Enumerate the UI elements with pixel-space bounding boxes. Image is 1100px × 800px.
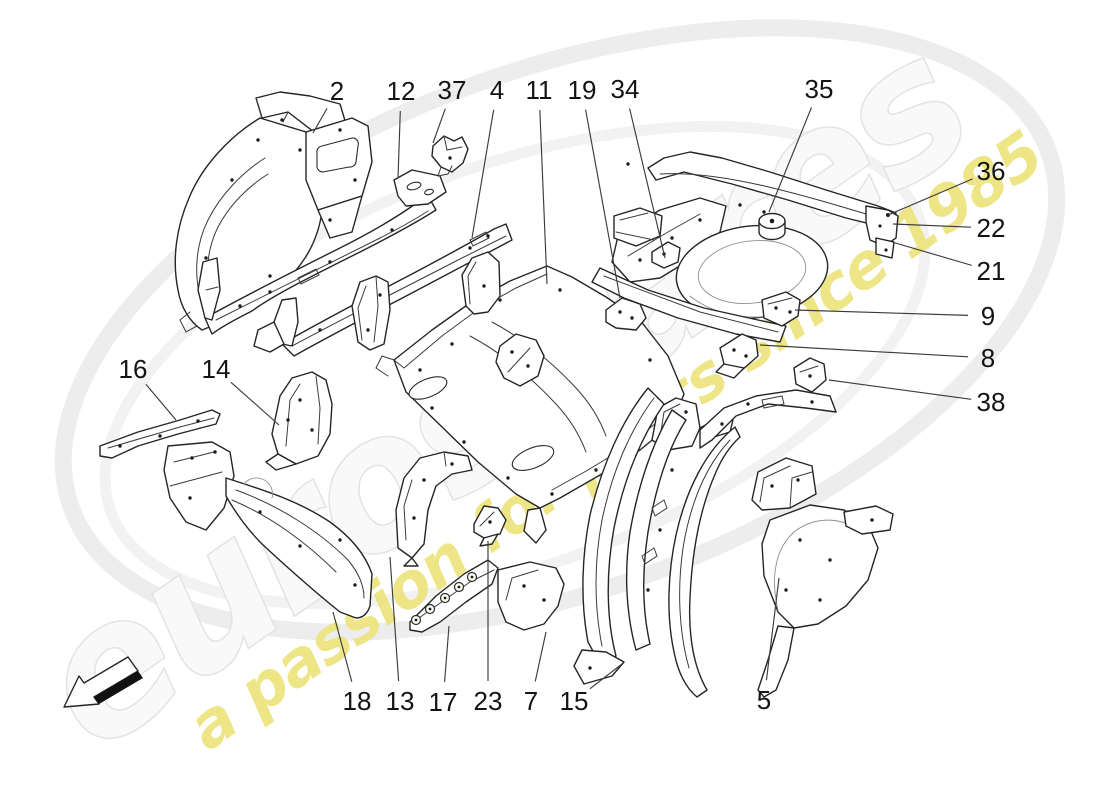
leader-line-4 (471, 109, 495, 239)
leader-line-14 (230, 381, 280, 426)
part-16-rail-extension (99, 409, 221, 459)
callout-label-36: 36 (977, 156, 1006, 186)
part-11-rear-floor-panel (375, 251, 685, 544)
leader-line-37 (432, 108, 446, 144)
watermark-swoosh-inner (99, 120, 931, 610)
callout-label-13: 13 (386, 686, 415, 716)
callout-label-11: 11 (526, 75, 553, 105)
leader-line-35 (768, 107, 813, 213)
callout-label-9: 9 (981, 301, 995, 331)
part-23-bracket (473, 505, 507, 547)
leader-line-17 (444, 625, 450, 683)
callout-label-22: 22 (977, 213, 1006, 243)
part-13-bracket (395, 451, 473, 567)
callout-label-18: 18 (343, 686, 372, 716)
leader-line-13 (389, 556, 400, 682)
part-18-rear-crossmember (163, 441, 373, 619)
leader-line-19 (585, 109, 621, 299)
part-17-sill-plate (409, 559, 499, 633)
leader-line-36 (887, 178, 973, 216)
part-38-bracket (793, 357, 827, 393)
leader-line-12 (397, 110, 401, 179)
callout-label-4: 4 (490, 75, 504, 105)
leader-line-8 (759, 344, 969, 358)
part-12-rear-rail-upper (197, 169, 447, 335)
leader-line-18 (332, 611, 353, 682)
callout-label-35: 35 (805, 74, 834, 104)
callout-label-15: 15 (560, 686, 589, 716)
leader-line-9 (794, 309, 969, 316)
callout-label-7: 7 (524, 686, 538, 716)
part-8-bracket (715, 333, 759, 379)
leader-line-2 (312, 108, 328, 134)
leader-line-5 (765, 577, 780, 681)
leader-line-22 (892, 223, 972, 228)
part-5-wheelhouse-assembly (668, 426, 894, 698)
callout-label-37: 37 (438, 75, 467, 105)
callout-label-19: 19 (568, 75, 597, 105)
leader-line-11 (539, 109, 548, 285)
callout-label-16: 16 (119, 354, 148, 384)
part-37-bracket (431, 135, 469, 177)
direction-arrow-icon (63, 656, 143, 708)
leader-line-34 (629, 108, 666, 259)
leader-line-15 (589, 663, 623, 690)
leader-line-38 (828, 379, 972, 400)
callout-label-12: 12 (387, 76, 416, 106)
part-14-pillar-bracket (265, 371, 333, 471)
callout-label-5: 5 (757, 685, 771, 715)
callout-label-34: 34 (611, 74, 640, 104)
part-15-sill-rail (573, 387, 837, 685)
leader-line-7 (534, 631, 547, 682)
callout-layer: 2 12 37 4 11 19 34 35 36 22 21 9 8 38 16 14 18 13 17 23 7 15 5 (119, 74, 1006, 717)
part-9-bracket (761, 291, 801, 327)
callout-label-2: 2 (330, 76, 344, 106)
part-4-rear-rail-lower (253, 223, 513, 357)
callout-label-23: 23 (474, 686, 503, 716)
callout-label-8: 8 (981, 343, 995, 373)
callout-label-14: 14 (202, 354, 231, 384)
callout-label-17: 17 (429, 687, 458, 717)
callout-label-38: 38 (977, 387, 1006, 417)
leader-line-21 (891, 241, 972, 266)
callout-label-21: 21 (977, 256, 1006, 286)
exploded-parts-drawing (63, 91, 899, 708)
watermark-swoosh (54, 19, 1066, 641)
part-7-bracket (497, 561, 565, 631)
leader-line-16 (145, 383, 177, 421)
